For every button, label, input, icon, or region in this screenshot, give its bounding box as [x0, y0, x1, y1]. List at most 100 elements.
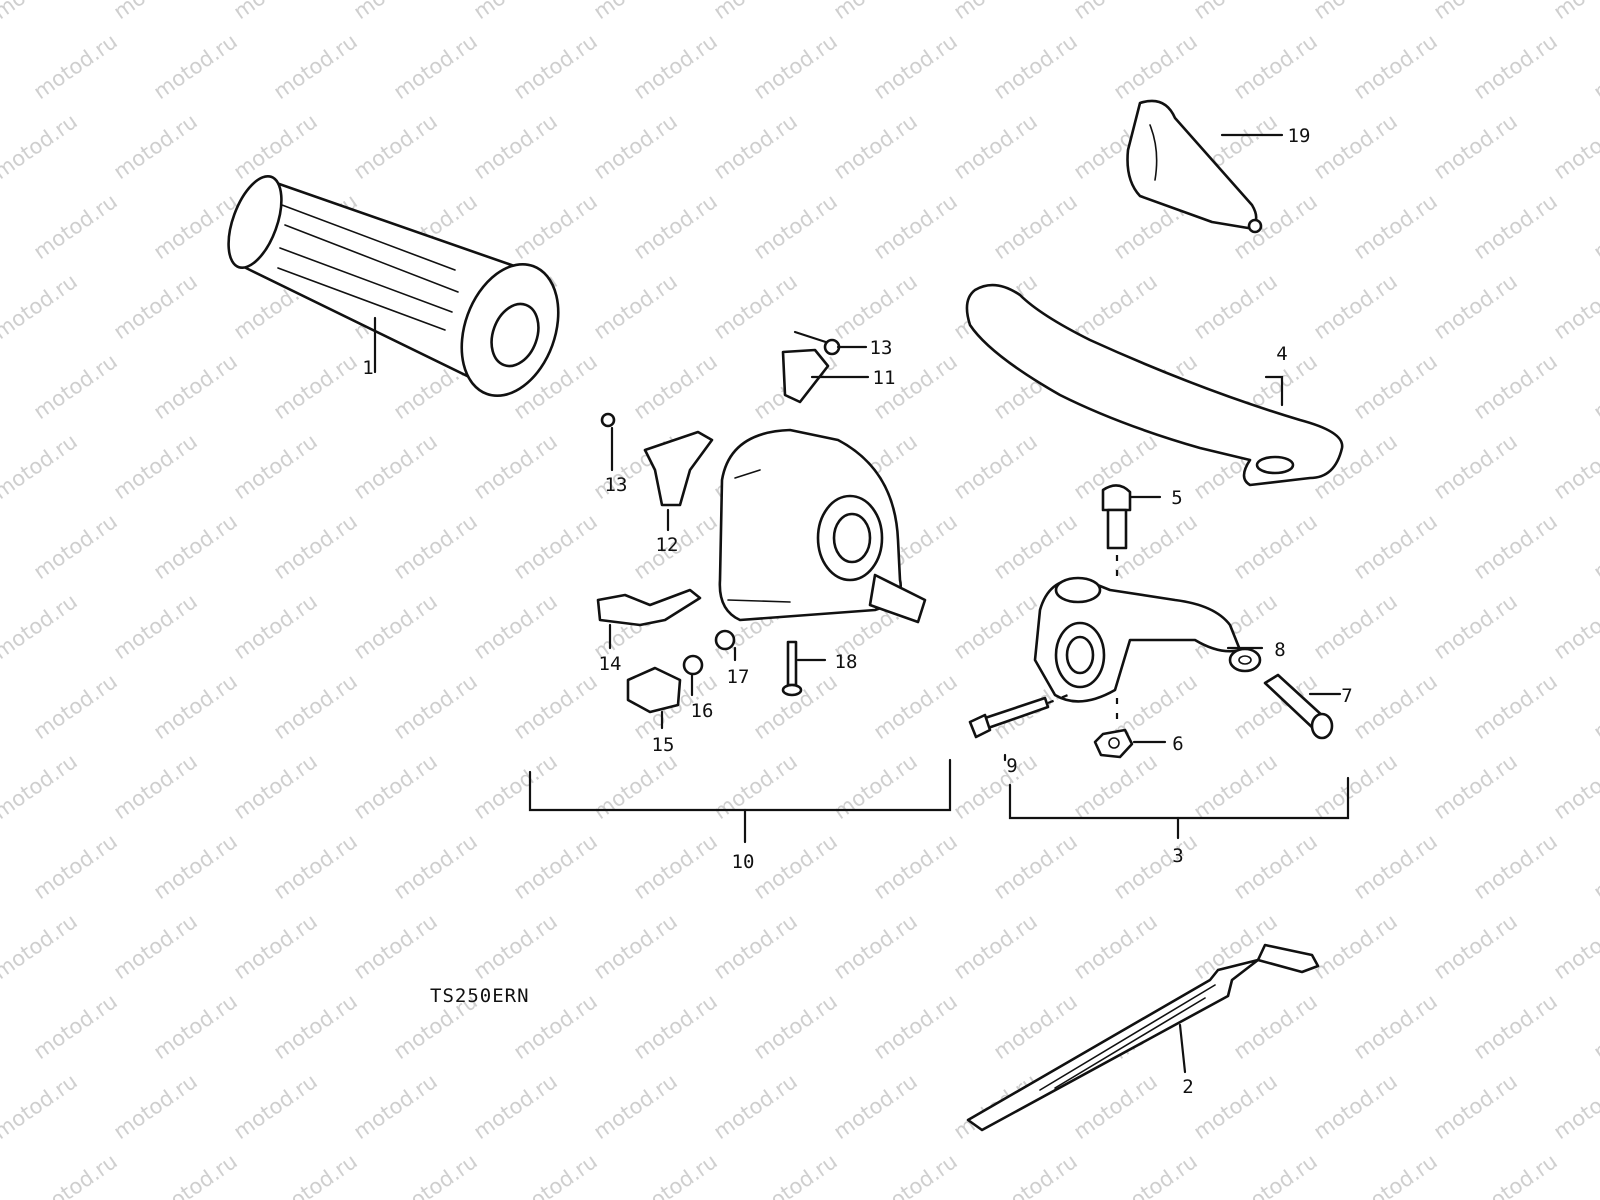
- callout-6: 6: [1172, 733, 1183, 755]
- watermark-text: motod.ru: [949, 109, 1042, 184]
- watermark-text: motod.ru: [1229, 829, 1322, 904]
- watermark-text: motod.ru: [109, 589, 202, 664]
- watermark-text: motod.ru: [349, 109, 442, 184]
- watermark-text: motod.ru: [389, 829, 482, 904]
- watermark-text: motod.ru: [349, 429, 442, 504]
- watermark-text: motod.ru: [1429, 909, 1522, 984]
- watermark-text: motod.ru: [829, 909, 922, 984]
- watermark-text: motod.ru: [629, 829, 722, 904]
- watermark-text: motod.ru: [949, 0, 1042, 24]
- watermark-text: motod.ru: [1349, 669, 1442, 744]
- watermark-text: motod.ru: [229, 1069, 322, 1144]
- watermark-text: motod.ru: [829, 0, 922, 24]
- watermark-text: motod.ru: [1469, 509, 1562, 584]
- watermark-text: motod.ru: [0, 989, 2, 1064]
- watermark-text: motod.ru: [29, 829, 122, 904]
- screw-18: [781, 640, 803, 697]
- callout-9: 9: [1006, 755, 1017, 777]
- watermark-text: motod.ru: [869, 1149, 962, 1200]
- watermark-text: motod.ru: [149, 509, 242, 584]
- watermark-text: motod.ru: [0, 589, 82, 664]
- watermark-text: motod.ru: [1229, 989, 1322, 1064]
- watermark-text: motod.ru: [0, 1069, 82, 1144]
- callout-4: 4: [1276, 343, 1287, 365]
- watermark-text: motod.ru: [469, 0, 562, 24]
- watermark-text: motod.ru: [1229, 509, 1322, 584]
- callout-8: 8: [1274, 639, 1285, 661]
- callout-5: 5: [1171, 487, 1182, 509]
- watermark-text: motod.ru: [29, 189, 122, 264]
- watermark-text: motod.ru: [0, 349, 2, 424]
- watermark-text: motod.ru: [109, 0, 202, 24]
- watermark-text: motod.ru: [749, 829, 842, 904]
- watermark-text: motod.ru: [149, 989, 242, 1064]
- watermark-text: motod.ru: [229, 0, 322, 24]
- adjuster-bolt-7: [1263, 673, 1334, 740]
- switch-housing: [718, 428, 927, 624]
- callout-17: 17: [727, 666, 750, 688]
- watermark-text: motod.ru: [509, 829, 602, 904]
- watermark-text: motod.ru: [229, 909, 322, 984]
- watermark-text: motod.ru: [1109, 1149, 1202, 1200]
- watermark-text: motod.ru: [869, 189, 962, 264]
- watermark-text: motod.ru: [469, 429, 562, 504]
- watermark-text: motod.ru: [109, 749, 202, 824]
- watermark-text: motod.ru: [1589, 509, 1600, 584]
- watermark-text: motod.ru: [229, 429, 322, 504]
- watermark-text: motod.ru: [629, 349, 722, 424]
- watermark-text: motod.ru: [949, 749, 1042, 824]
- watermark-text: motod.ru: [869, 669, 962, 744]
- cable-tie: [966, 943, 1320, 1132]
- watermark-text: motod.ru: [0, 29, 2, 104]
- watermark-text: motod.ru: [1469, 1149, 1562, 1200]
- watermark-text: motod.ru: [1189, 749, 1282, 824]
- watermark-text: motod.ru: [29, 1149, 122, 1200]
- watermark-text: motod.ru: [869, 829, 962, 904]
- watermark-text: motod.ru: [749, 29, 842, 104]
- watermark-text: motod.ru: [989, 1149, 1082, 1200]
- clamp-bolt-9: [968, 693, 1069, 739]
- watermark-text: motod.ru: [1429, 1069, 1522, 1144]
- watermark-text: motod.ru: [269, 29, 362, 104]
- watermark-text: motod.ru: [29, 989, 122, 1064]
- watermark-text: motod.ru: [349, 749, 442, 824]
- watermark-text: motod.ru: [1549, 909, 1600, 984]
- watermark-text: motod.ru: [509, 1149, 602, 1200]
- callout-13b: 13: [605, 474, 628, 496]
- watermark-text: motod.ru: [29, 669, 122, 744]
- watermark-text: motod.ru: [1429, 269, 1522, 344]
- watermark-text: motod.ru: [469, 589, 562, 664]
- clutch-lever: [965, 283, 1344, 487]
- watermark-text: motod.ru: [1469, 829, 1562, 904]
- watermark-text: motod.ru: [1069, 0, 1162, 24]
- callout-11: 11: [873, 367, 896, 389]
- watermark-text: motod.ru: [1309, 109, 1402, 184]
- watermark-text: motod.ru: [1069, 269, 1162, 344]
- watermark-text: motod.ru: [269, 509, 362, 584]
- watermark-text: motod.ru: [989, 989, 1082, 1064]
- watermark-text: motod.ru: [1069, 909, 1162, 984]
- watermark-text: motod.ru: [1589, 989, 1600, 1064]
- watermark-text: motod.ru: [589, 269, 682, 344]
- watermark-text: motod.ru: [1309, 269, 1402, 344]
- watermark-text: motod.ru: [149, 189, 242, 264]
- watermark-text: motod.ru: [389, 1149, 482, 1200]
- watermark-text: motod.ru: [109, 909, 202, 984]
- watermark-text: motod.ru: [1189, 0, 1282, 24]
- watermark-text: motod.ru: [1349, 1149, 1442, 1200]
- watermark-text: motod.ru: [1589, 29, 1600, 104]
- watermark-text: motod.ru: [109, 429, 202, 504]
- watermark-text: motod.ru: [709, 0, 802, 24]
- watermark-text: motod.ru: [0, 669, 2, 744]
- watermark-text: motod.ru: [1469, 29, 1562, 104]
- model-code: TS250ERN: [430, 985, 530, 1007]
- watermark-text: motod.ru: [1549, 749, 1600, 824]
- washer-8: [1228, 647, 1262, 673]
- watermark-text: motod.ru: [869, 29, 962, 104]
- callout-19: 19: [1288, 125, 1311, 147]
- watermark-text: motod.ru: [109, 1069, 202, 1144]
- watermark-text: motod.ru: [1549, 0, 1600, 24]
- pivot-bolt-5: [1101, 484, 1132, 722]
- nut-6: [1093, 728, 1134, 759]
